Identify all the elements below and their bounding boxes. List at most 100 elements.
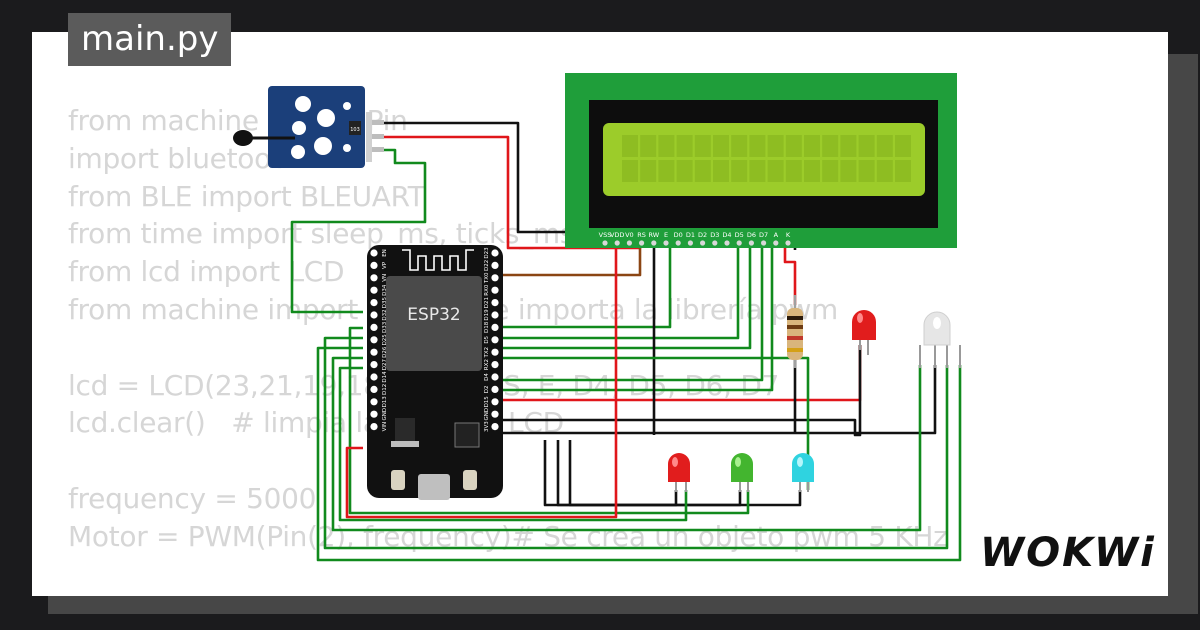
lcd-cell — [658, 160, 675, 182]
lcd-cell — [658, 135, 675, 157]
esp32-pin[interactable] — [370, 361, 378, 369]
esp32-pin-label: D13 — [382, 396, 388, 408]
esp32-pin-label: D33 — [382, 321, 388, 333]
esp32-pin-label: VN — [382, 274, 388, 282]
code-line: from time import sleep_ms, ticks_ms — [68, 217, 575, 251]
lcd-pin[interactable] — [614, 240, 620, 246]
led-red-small[interactable] — [668, 453, 690, 492]
esp32-pin[interactable] — [370, 348, 378, 356]
esp32-pin-label: TX0 — [484, 272, 490, 284]
esp32-pin[interactable] — [370, 323, 378, 331]
esp32-pin-label: VP — [382, 261, 388, 269]
lcd-cell — [767, 160, 784, 182]
esp32-pin[interactable] — [370, 336, 378, 344]
lcd-pin[interactable] — [651, 240, 657, 246]
file-tab[interactable]: main.py — [68, 13, 232, 66]
lcd-pin-label: D2 — [698, 231, 707, 239]
esp32-board[interactable]: ESP32 ENVPVND34D35D32D33D25D26D27D14D12D… — [367, 245, 503, 500]
boot-button[interactable] — [391, 470, 405, 490]
resistor[interactable] — [787, 295, 803, 368]
esp32-pin[interactable] — [370, 286, 378, 294]
lcd-pin[interactable] — [700, 240, 706, 246]
wokwi-logo-text: WOKWi — [980, 530, 1156, 576]
reset-button[interactable] — [463, 470, 477, 490]
esp32-pin[interactable] — [370, 385, 378, 393]
lcd-pin-label: RW — [648, 231, 659, 239]
esp32-pin[interactable] — [370, 249, 378, 257]
esp32-pin[interactable] — [370, 274, 378, 282]
lcd-cell — [785, 160, 802, 182]
lcd-pin[interactable] — [639, 240, 645, 246]
led-rgb[interactable] — [919, 311, 961, 368]
esp32-pin-label: D34 — [382, 284, 388, 296]
lcd-screen — [603, 123, 925, 196]
sensor-chip-label: 103 — [350, 127, 360, 133]
lcd-pin-label: RS — [637, 231, 646, 239]
esp32-pin-label: D32 — [382, 309, 388, 320]
led-cyan[interactable] — [792, 453, 814, 492]
esp32-pin-label: D22 — [484, 260, 490, 271]
esp32-pin[interactable] — [491, 361, 499, 369]
esp32-pin-label: GND — [382, 408, 388, 421]
esp32-pin[interactable] — [491, 274, 499, 282]
lcd-pin[interactable] — [712, 240, 718, 246]
lcd-pin[interactable] — [736, 240, 742, 246]
esp32-pin[interactable] — [491, 385, 499, 393]
esp32-pin[interactable] — [491, 323, 499, 331]
lcd-cell — [876, 160, 893, 182]
esp32-pin[interactable] — [491, 398, 499, 406]
lcd-pin-label: D4 — [722, 231, 731, 239]
lcd-cell — [804, 160, 820, 182]
lcd-pin-label: D0 — [674, 231, 683, 239]
lcd-pin[interactable] — [602, 240, 608, 246]
lcd-pin-label: E — [664, 231, 668, 239]
esp32-pin[interactable] — [491, 336, 499, 344]
lcd-pin-label: D1 — [686, 231, 695, 239]
wire-lcd-d6 — [497, 240, 764, 382]
esp32-pin-label: D5 — [484, 335, 490, 343]
wire-rgb-b — [316, 346, 962, 562]
lcd-cell — [676, 160, 693, 182]
lcd-pin[interactable] — [748, 240, 755, 246]
esp32-pin[interactable] — [491, 299, 499, 307]
esp32-pin[interactable] — [491, 286, 499, 294]
esp32-pin-label: D14 — [382, 371, 388, 383]
esp32-pin[interactable] — [370, 410, 378, 418]
esp32-pin[interactable] — [370, 423, 378, 431]
lcd-cell — [840, 135, 857, 157]
esp32-pin[interactable] — [491, 410, 499, 418]
lcd-pin[interactable] — [761, 240, 767, 246]
esp32-pin-label: D25 — [382, 334, 388, 346]
lcd-pin[interactable] — [663, 240, 669, 246]
esp32-pin[interactable] — [370, 261, 378, 269]
temperature-sensor-module[interactable]: 103 - S — [233, 86, 384, 168]
wire-led-red — [497, 345, 862, 402]
esp32-pin[interactable] — [370, 398, 378, 406]
esp32-pin[interactable] — [370, 311, 378, 319]
led-red-large[interactable] — [852, 310, 876, 355]
led-green[interactable] — [731, 453, 753, 492]
esp32-pin[interactable] — [370, 373, 378, 381]
esp32-pin[interactable] — [491, 373, 499, 381]
esp32-pin[interactable] — [491, 423, 499, 431]
lcd-pin[interactable] — [785, 240, 791, 246]
lcd-pin[interactable] — [724, 240, 730, 246]
wire-lcd-a — [783, 240, 797, 305]
thermistor-probe — [233, 130, 253, 146]
esp32-pin[interactable] — [491, 249, 499, 257]
lcd-pin[interactable] — [687, 240, 694, 246]
code-line: from lcd import LCD — [68, 255, 345, 289]
esp32-pin-label: 3V3 — [484, 421, 490, 432]
wire-gnd-a — [497, 345, 862, 437]
lcd-pin[interactable] — [626, 240, 633, 246]
lcd-pin[interactable] — [773, 240, 779, 246]
esp32-pin[interactable] — [491, 261, 499, 269]
esp32-pin-label: D15 — [484, 396, 490, 408]
esp32-pin[interactable] — [370, 299, 378, 307]
lcd-cell — [858, 160, 875, 182]
lcd-pin[interactable] — [675, 240, 681, 246]
esp32-pin[interactable] — [491, 348, 499, 356]
esp32-pin[interactable] — [491, 311, 499, 319]
